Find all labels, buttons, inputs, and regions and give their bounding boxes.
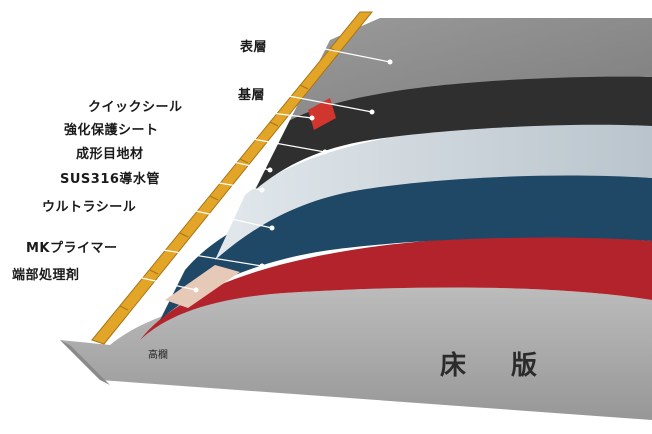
leader-joint — [177, 149, 271, 171]
label-protect-sheet: 強化保護シート — [64, 123, 159, 138]
leader-dots — [193, 59, 393, 293]
label-ultra-seal: ウルトラシール — [42, 200, 137, 215]
leader-base — [267, 91, 373, 113]
leader-primer — [125, 243, 263, 267]
base-layer — [255, 75, 652, 190]
joint-strip — [91, 11, 374, 345]
label-slab: 床 版 — [440, 351, 556, 381]
leader-quick-seal — [197, 103, 313, 119]
label-quick-seal: クイックシール — [88, 100, 183, 115]
protect-sheet-layer — [215, 123, 652, 260]
slab-edge — [60, 340, 110, 385]
label-base: 基層 — [238, 88, 266, 103]
leader-edge — [109, 270, 197, 291]
surface-layer — [290, 18, 652, 120]
label-primer: MKプライマー — [26, 241, 118, 256]
label-edge-treatment: 端部処理剤 — [12, 268, 80, 283]
leader-ultra-seal — [159, 202, 273, 229]
leader-drain — [169, 174, 263, 191]
label-small-note: 高欄 — [148, 350, 168, 361]
leader-protect-sheet — [185, 126, 326, 153]
label-surface: 表層 — [240, 40, 268, 55]
label-drain-pipe: SUS316導水管 — [60, 172, 160, 187]
slab-layer — [60, 287, 652, 420]
label-joint: 成形目地材 — [76, 147, 144, 162]
edge-treatment-wedge — [165, 265, 240, 308]
quick-seal-accent — [308, 98, 336, 130]
joint-strip-ticks — [119, 47, 339, 311]
primer-layer — [140, 236, 652, 340]
leader-lines — [109, 41, 391, 291]
leader-surface — [289, 41, 391, 63]
